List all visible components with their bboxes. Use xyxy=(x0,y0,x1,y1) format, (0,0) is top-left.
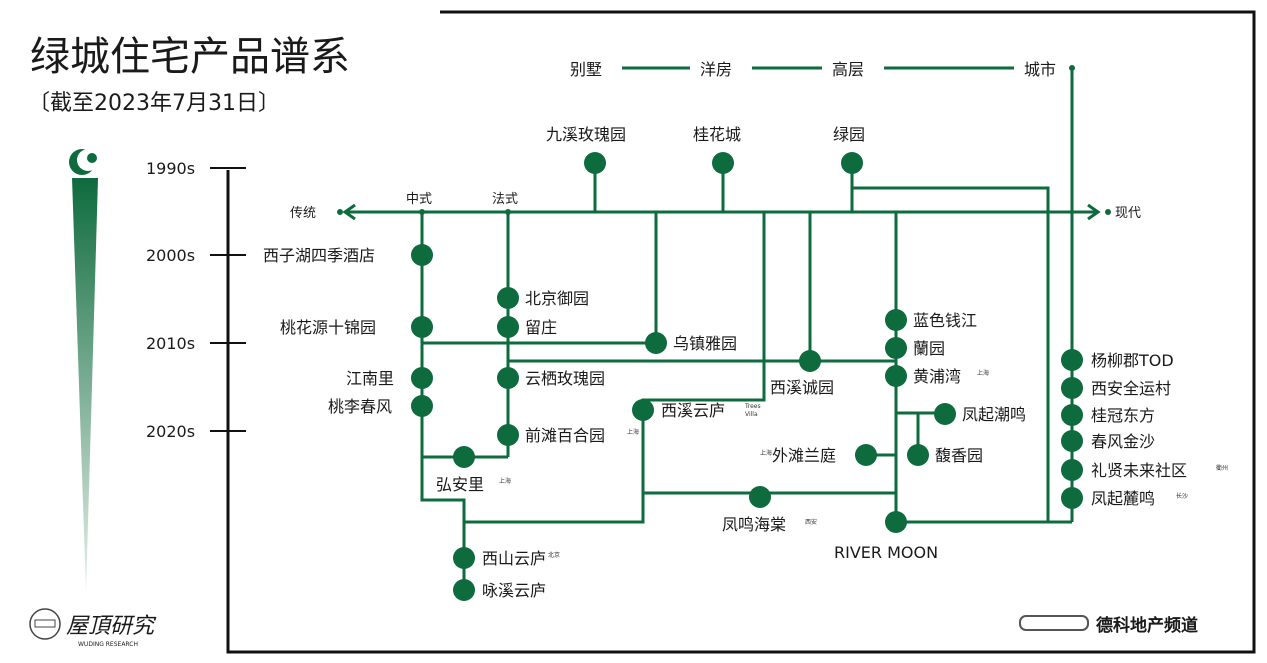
svg-text:云栖玫瑰园: 云栖玫瑰园 xyxy=(525,369,605,388)
svg-text:春风金沙: 春风金沙 xyxy=(1091,432,1155,451)
svg-text:北京御园: 北京御园 xyxy=(525,289,589,308)
svg-text:北京: 北京 xyxy=(548,551,560,559)
svg-text:桃李春风: 桃李春风 xyxy=(328,397,392,416)
svg-text:2010s: 2010s xyxy=(146,334,195,353)
svg-text:桂花城: 桂花城 xyxy=(693,125,741,144)
svg-text:屋頂研究: 屋頂研究 xyxy=(66,614,157,639)
svg-text:绿园: 绿园 xyxy=(833,125,865,144)
svg-text:外滩兰庭: 外滩兰庭 xyxy=(772,446,836,465)
svg-text:凤鸣海棠: 凤鸣海棠 xyxy=(722,515,786,534)
svg-text:城市: 城市 xyxy=(1024,60,1056,79)
svg-text:西子湖四季酒店: 西子湖四季酒店 xyxy=(263,246,375,265)
svg-text:杨柳郡TOD: 杨柳郡TOD xyxy=(1091,351,1174,370)
subtitle-date: 〔截至2023年7月31日〕 xyxy=(28,91,280,116)
top-products: 九溪玫瑰园 桂花城 绿园 xyxy=(546,125,865,174)
chinese-style-products: 西子湖四季酒店 桃花源十锦园 江南里 桃李春风 弘安里 上海 西山云庐北京 咏溪云… xyxy=(263,244,560,601)
svg-text:桂冠东方: 桂冠东方 xyxy=(1091,406,1155,425)
svg-text:馥香园: 馥香园 xyxy=(935,446,983,465)
svg-text:凤起麓鸣: 凤起麓鸣 xyxy=(1091,489,1155,508)
svg-text:上海: 上海 xyxy=(760,449,772,457)
greentown-logo-icon xyxy=(69,149,99,175)
svg-text:西溪诚园: 西溪诚园 xyxy=(770,378,834,397)
building-type-row: 别墅 洋房 高层 城市 xyxy=(570,60,1075,79)
svg-text:西安全运村: 西安全运村 xyxy=(1091,379,1171,398)
svg-text:上海: 上海 xyxy=(499,477,511,485)
svg-text:2000s: 2000s xyxy=(146,246,195,265)
svg-text:弘安里: 弘安里 xyxy=(436,475,484,494)
svg-text:上海: 上海 xyxy=(977,369,989,377)
axis-traditional: 传统 xyxy=(290,206,316,221)
french-style-products: 北京御园 留庄 云栖玫瑰园 前滩百合园 上海 xyxy=(497,287,639,446)
svg-text:Trees: Trees xyxy=(744,403,761,410)
svg-text:江南里: 江南里 xyxy=(346,369,394,388)
svg-text:RIVER MOON: RIVER MOON xyxy=(834,543,938,562)
style-chinese: 中式 xyxy=(406,192,432,207)
svg-text:留庄: 留庄 xyxy=(525,318,557,337)
frame xyxy=(226,10,1256,654)
svg-text:高层: 高层 xyxy=(832,60,864,79)
decade-ticks: 1990s 2000s 2010s 2020s xyxy=(146,159,246,441)
svg-text:西山云庐: 西山云庐 xyxy=(482,549,546,568)
svg-text:Villa: Villa xyxy=(745,411,758,418)
style-french: 法式 xyxy=(492,192,518,207)
svg-text:2020s: 2020s xyxy=(146,422,195,441)
city-products: 杨柳郡TOD 西安全运村 桂冠东方 春风金沙 礼贤未来社区 衢州 凤起麓鸣 长沙 xyxy=(1061,349,1228,509)
svg-text:蘭园: 蘭园 xyxy=(913,339,945,358)
svg-text:咏溪云庐: 咏溪云庐 xyxy=(482,581,546,600)
svg-text:长沙: 长沙 xyxy=(1176,492,1188,500)
svg-text:德科地产频道: 德科地产频道 xyxy=(1096,615,1198,636)
svg-text:礼贤未来社区: 礼贤未来社区 xyxy=(1091,461,1187,480)
svg-text:1990s: 1990s xyxy=(146,159,195,178)
svg-text:洋房: 洋房 xyxy=(700,60,732,79)
svg-text:桃花源十锦园: 桃花源十锦园 xyxy=(280,318,376,337)
svg-text:蓝色钱江: 蓝色钱江 xyxy=(913,311,977,330)
deke-channel-logo: 德科地产频道 xyxy=(1019,615,1198,636)
svg-text:西安: 西安 xyxy=(805,518,817,526)
axis-modern: 现代 xyxy=(1115,206,1141,221)
svg-text:前滩百合园: 前滩百合园 xyxy=(525,426,605,445)
svg-text:上海: 上海 xyxy=(627,428,639,436)
svg-text:黄浦湾: 黄浦湾 xyxy=(913,367,961,386)
svg-text:乌镇雅园: 乌镇雅园 xyxy=(673,334,737,353)
timeline-cone xyxy=(72,178,98,592)
wuding-research-logo: 屋頂研究 WUDING RESEARCH xyxy=(29,608,157,648)
svg-text:衢州: 衢州 xyxy=(1216,464,1228,472)
svg-text:九溪玫瑰园: 九溪玫瑰园 xyxy=(546,125,626,144)
svg-text:西溪云庐: 西溪云庐 xyxy=(661,401,725,420)
svg-text:别墅: 别墅 xyxy=(570,60,602,79)
svg-text:凤起潮鸣: 凤起潮鸣 xyxy=(962,405,1026,424)
page-title: 绿城住宅产品谱系 xyxy=(30,34,350,80)
svg-text:WUDING RESEARCH: WUDING RESEARCH xyxy=(78,641,138,648)
